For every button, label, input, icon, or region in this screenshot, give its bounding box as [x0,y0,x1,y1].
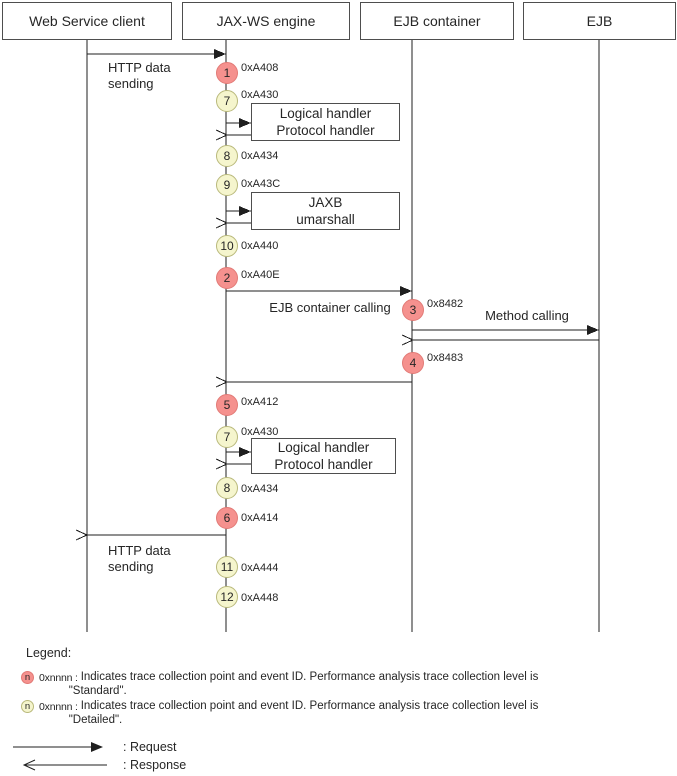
handler-box-jaxb-umarshall: JAXB umarshall [251,192,400,230]
trace-point-standard: 5 [216,394,238,416]
trace-point-standard: 2 [216,267,238,289]
handler-box-line: JAXB [308,195,343,210]
trace-point-detailed: 7 [216,426,238,448]
event-id-label: 0xA412 [241,396,279,408]
trace-point-detailed: 7 [216,90,238,112]
legend-item-line2: "Standard". [68,685,127,697]
handler-box-line: Logical handler [279,106,372,121]
legend-request-label: : Request [123,740,177,754]
message-label: Method calling [485,308,569,323]
legend-response-row: : Response [13,758,186,772]
handler-box-line: Protocol handler [274,457,373,472]
trace-point-detailed: 8 [216,145,238,167]
event-id-label: 0xA444 [241,562,279,574]
legend-event-id-pattern: 0xnnnn : [39,672,78,684]
event-id-label: 0xA40E [241,269,280,281]
trace-point-standard: 6 [216,507,238,529]
message-label: EJB container calling [269,300,391,315]
trace-point-detailed: 12 [216,586,238,608]
participant-header-web-service-client: Web Service client [2,2,172,40]
legend-item-text: Indicates trace collection point and eve… [69,670,539,698]
trace-point-detailed: 10 [216,235,238,257]
trace-point-standard: 4 [402,352,424,374]
event-id-label: 0xA43C [241,178,281,190]
diagram-canvas [0,40,600,632]
legend-item-line1: Indicates trace collection point and eve… [80,700,539,712]
event-id-label: 0x8483 [427,352,464,364]
message-label: HTTP data sending [108,60,171,91]
handler-box-line: Protocol handler [276,123,375,138]
event-id-label: 0xA408 [241,62,279,74]
legend-response-label: : Response [123,758,187,772]
event-id-label: 0x8482 [427,298,464,310]
legend-item-line2: "Detailed". [68,714,123,726]
participant-header-jax-ws-engine: JAX-WS engine [182,2,350,40]
participant-header-ejb-container: EJB container [360,2,514,40]
request-arrow-icon [13,742,103,752]
legend-item-standard: n 0xnnnn : Indicates trace collection po… [21,670,538,698]
standard-trace-point-icon: n [21,671,34,684]
detailed-trace-point-icon: n [21,700,34,713]
response-arrow-icon [22,759,107,771]
handler-box-line: Logical handler [277,440,370,455]
legend-item-line1: Indicates trace collection point and eve… [80,671,539,683]
legend-item-text: Indicates trace collection point and eve… [69,699,539,727]
trace-point-detailed: 8 [216,477,238,499]
message-label: HTTP data sending [108,543,171,574]
event-id-label: 0xA430 [241,89,279,101]
trace-point-detailed: 11 [216,556,238,578]
event-id-label: 0xA434 [241,483,279,495]
participant-header-ejb: EJB [523,2,676,40]
trace-point-detailed: 9 [216,174,238,196]
trace-point-standard: 1 [216,62,238,84]
event-id-label: 0xA430 [241,426,279,438]
legend-request-row: : Request [13,740,177,754]
event-id-label: 0xA414 [241,512,279,524]
event-id-label: 0xA434 [241,150,279,162]
handler-box-line: umarshall [296,212,355,227]
legend-title: Legend: [26,646,72,660]
event-id-label: 0xA448 [241,592,279,604]
legend-event-id-pattern: 0xnnnn : [39,701,78,713]
trace-point-standard: 3 [402,299,424,321]
legend-item-detailed: n 0xnnnn : Indicates trace collection po… [21,699,538,727]
event-id-label: 0xA440 [241,240,279,252]
